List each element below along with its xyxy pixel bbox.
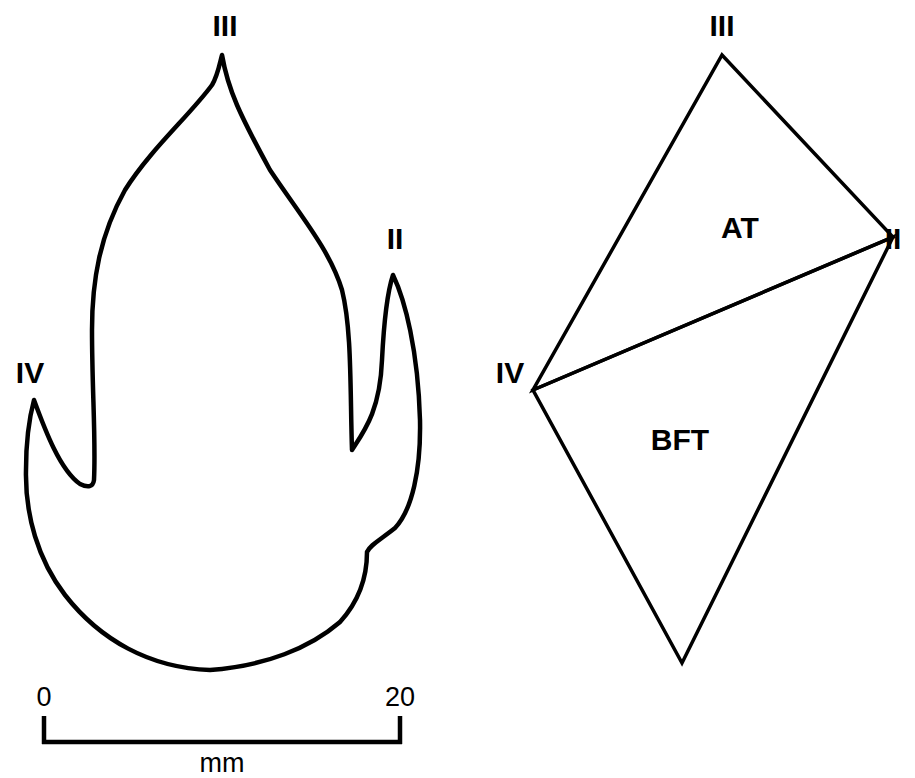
- vertex-label: IV: [496, 358, 524, 388]
- cusp-label: IV: [16, 358, 44, 388]
- scale-bar: [42, 716, 402, 744]
- tooth-outline: [26, 55, 420, 670]
- triangle-region: BFT: [531, 235, 895, 665]
- triangle-outline: [531, 235, 895, 665]
- region-label: BFT: [651, 423, 709, 457]
- vertex-label: III: [709, 11, 734, 41]
- cusp-label: II: [387, 224, 404, 254]
- region-label: AT: [721, 211, 759, 245]
- scale-value: 20: [385, 684, 415, 711]
- scale-value: 0: [36, 684, 51, 711]
- scale-unit: mm: [200, 750, 245, 777]
- cusp-label: III: [212, 11, 237, 41]
- vertex-label: II: [885, 224, 902, 254]
